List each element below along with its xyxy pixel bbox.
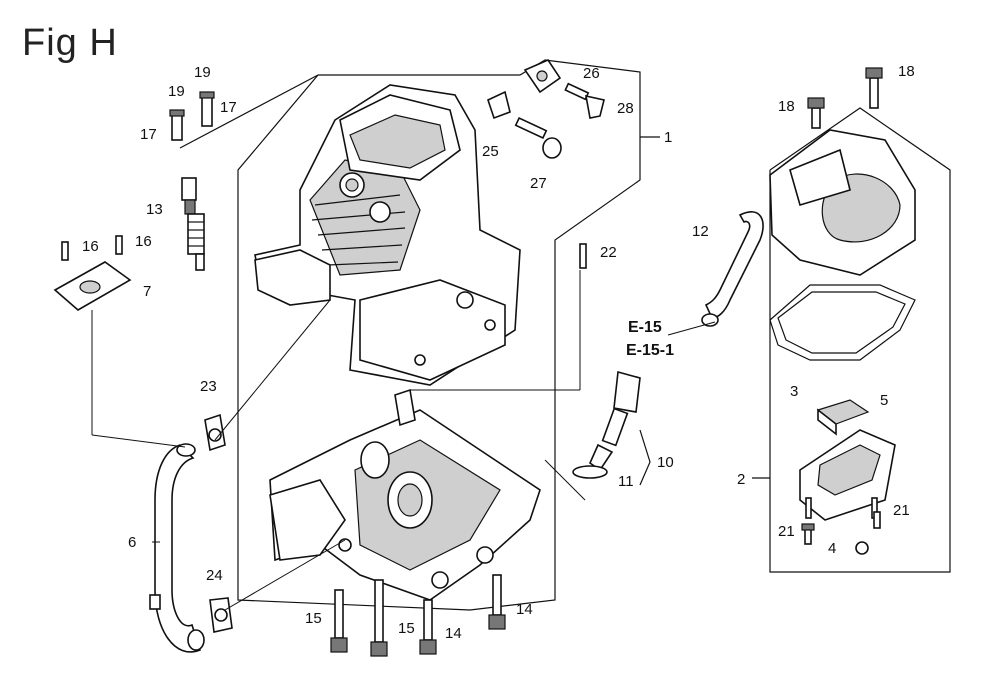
spark-plug <box>181 177 205 271</box>
label-25: 25 <box>482 143 499 160</box>
oil-dipstick <box>572 370 641 479</box>
head-cover <box>769 67 916 276</box>
cover-plate <box>53 235 132 311</box>
label-22: 22 <box>600 244 617 261</box>
label-15a: 15 <box>305 610 322 627</box>
label-23: 23 <box>200 378 217 395</box>
label-1: 1 <box>664 129 672 146</box>
label-11: 11 <box>618 473 634 490</box>
label-28: 28 <box>617 100 634 117</box>
label-15b: 15 <box>398 620 415 637</box>
hose-clamps <box>204 413 233 633</box>
governor-parts <box>487 58 605 159</box>
label-16a: 16 <box>82 238 99 255</box>
breather-tube <box>701 211 764 327</box>
label-21b: 21 <box>893 502 910 519</box>
label-10: 10 <box>657 454 674 471</box>
label-13: 13 <box>146 201 163 218</box>
label-14a: 14 <box>445 625 462 642</box>
label-6: 6 <box>128 534 136 551</box>
label-3: 3 <box>790 383 798 400</box>
label-27: 27 <box>530 175 547 192</box>
label-21a: 21 <box>778 523 795 540</box>
filter-element <box>816 399 870 436</box>
label-18a: 18 <box>778 98 795 115</box>
label-16b: 16 <box>135 233 152 250</box>
group-outline-right <box>752 107 951 573</box>
reference-e15-1: E-15-1 <box>626 342 674 359</box>
callout-labels: 1 2 3 4 5 6 7 10 11 12 13 14 14 15 15 16… <box>82 63 915 642</box>
label-14b: 14 <box>516 601 533 618</box>
breather-hose <box>149 443 205 653</box>
label-7: 7 <box>143 283 151 300</box>
crankcase-lower <box>269 388 541 601</box>
bolts-bottom <box>330 574 506 657</box>
label-4: 4 <box>828 540 836 557</box>
cylinder-block <box>254 84 521 386</box>
breather-base <box>799 429 896 555</box>
label-18b: 18 <box>898 63 915 80</box>
label-17a: 17 <box>140 126 157 143</box>
label-5: 5 <box>880 392 888 409</box>
label-19b: 19 <box>194 64 211 81</box>
label-24: 24 <box>206 567 223 584</box>
stud-bolts <box>169 91 215 141</box>
head-gasket <box>769 284 916 361</box>
label-2: 2 <box>737 471 745 488</box>
group-outline-dipstick <box>639 429 651 486</box>
label-12: 12 <box>692 223 709 240</box>
reference-e15: E-15 <box>628 319 662 336</box>
label-17b: 17 <box>220 99 237 116</box>
label-19a: 19 <box>168 83 185 100</box>
dowel-pin <box>579 243 587 269</box>
label-26: 26 <box>583 65 600 82</box>
figure-title: Fig H <box>22 22 118 64</box>
leader-lines <box>91 270 716 611</box>
